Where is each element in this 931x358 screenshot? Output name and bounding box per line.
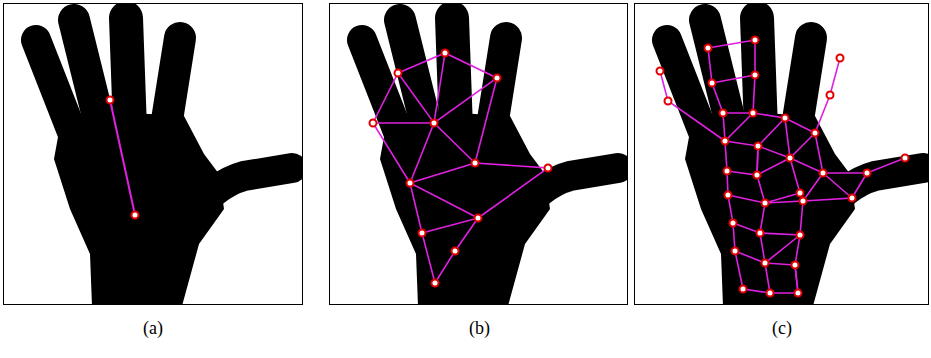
panel-label: (a) — [143, 318, 163, 339]
panel-c — [635, 4, 929, 307]
panel-label: (b) — [469, 318, 490, 339]
panel-a — [4, 4, 303, 307]
panel-label: (c) — [772, 318, 792, 339]
panel-b — [330, 4, 628, 307]
